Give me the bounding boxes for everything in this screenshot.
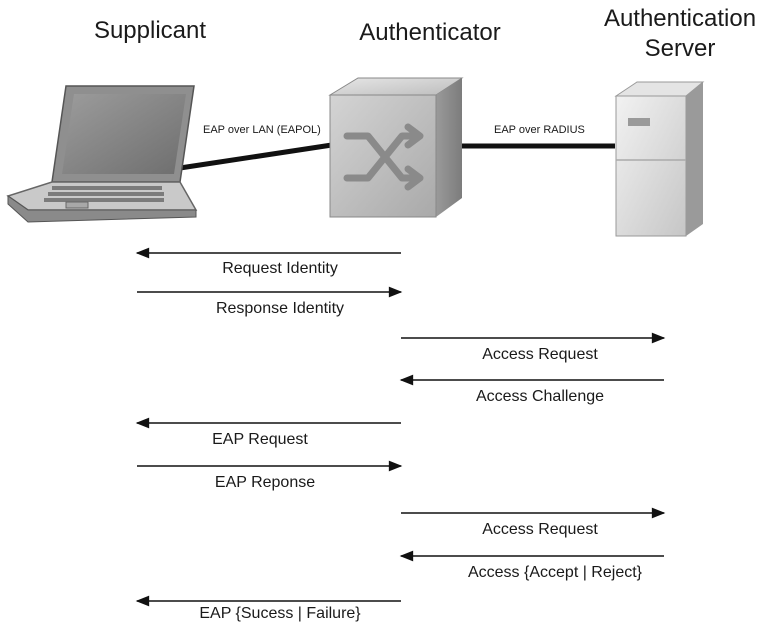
eapol-link-label: EAP over LAN (EAPOL)	[203, 124, 321, 136]
authentication-server-header: Authentication Server	[603, 5, 757, 62]
radius-link-label: EAP over RADIUS	[494, 124, 585, 136]
supplicant-header: Supplicant	[93, 17, 207, 44]
message-label: EAP {Sucess | Failure}	[199, 605, 361, 622]
laptop-icon	[6, 85, 198, 223]
message-label: Request Identity	[222, 260, 338, 277]
eapol-cable	[179, 140, 346, 171]
message-label: Response Identity	[215, 300, 345, 317]
server-icon	[614, 81, 705, 237]
message-label: Access {Accept | Reject}	[467, 564, 642, 581]
authenticator-header: Authenticator	[359, 19, 501, 46]
message-label: Access Request	[482, 521, 598, 538]
message-label: EAP Request	[212, 431, 308, 448]
message-label: Access Challenge	[475, 388, 605, 405]
switch-icon	[328, 77, 464, 218]
message-arrows	[135, 247, 666, 607]
message-label: Access Request	[482, 346, 598, 363]
message-label: EAP Reponse	[214, 474, 316, 491]
